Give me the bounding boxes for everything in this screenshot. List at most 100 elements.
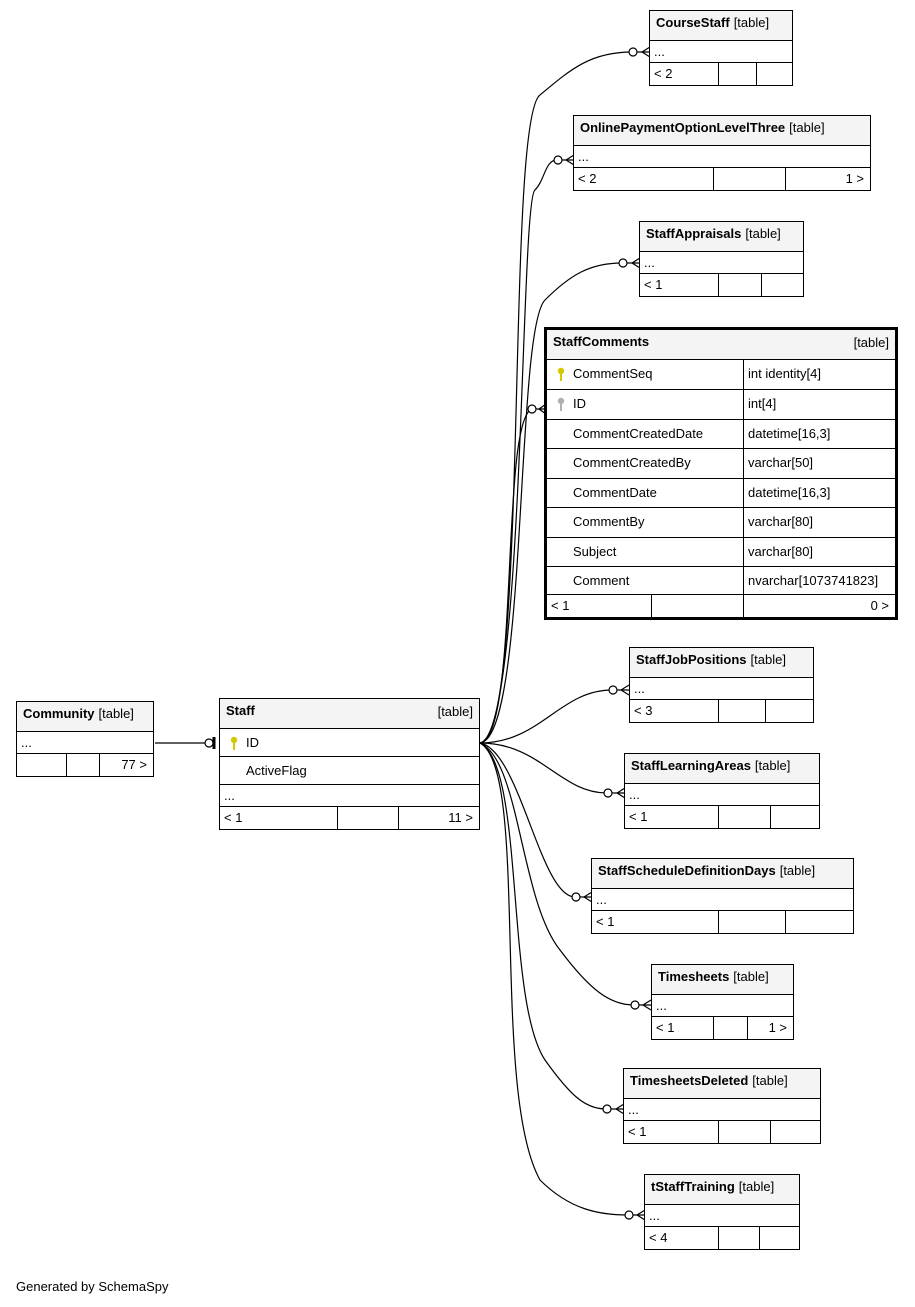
edge-staff-timesheets bbox=[479, 742, 635, 1006]
column-name: CommentCreatedBy bbox=[573, 455, 691, 470]
table-footer: < 1 bbox=[624, 1121, 820, 1143]
parent-count: < 1 bbox=[656, 1020, 675, 1035]
column-type: nvarchar[1073741823] bbox=[743, 567, 878, 594]
table-footer: < 4 bbox=[645, 1227, 799, 1249]
table-footer: < 1 bbox=[625, 806, 819, 828]
table-footer: < 3 bbox=[630, 700, 813, 722]
key-icon bbox=[557, 367, 565, 381]
table-name: tStaffTraining bbox=[651, 1179, 735, 1194]
table-staff[interactable]: Staff [table] ID ActiveFlag ... < 1 11 > bbox=[219, 698, 480, 830]
crows-foot-icon bbox=[603, 787, 626, 799]
table-header: tStaffTraining[table] bbox=[645, 1175, 799, 1205]
column-name: CommentDate bbox=[573, 485, 657, 500]
generated-by-label: Generated by SchemaSpy bbox=[16, 1279, 169, 1294]
bar-icon bbox=[204, 737, 216, 749]
table-header: StaffScheduleDefinitionDays[table] bbox=[592, 859, 853, 889]
child-count: 1 > bbox=[845, 171, 864, 186]
table-type-label: [table] bbox=[752, 1073, 788, 1088]
column-row: CommentCreatedBy varchar[50] bbox=[547, 449, 895, 479]
table-staffscheduledefinitiondays[interactable]: StaffScheduleDefinitionDays[table] ... <… bbox=[591, 858, 854, 934]
parent-count: < 2 bbox=[654, 66, 673, 81]
table-header: Community[table] bbox=[17, 702, 153, 732]
columns-ellipsis: ... bbox=[592, 889, 853, 911]
parent-count: < 1 bbox=[629, 809, 648, 824]
columns-ellipsis: ... bbox=[220, 785, 479, 807]
key-icon bbox=[230, 736, 238, 750]
table-footer: 77 > bbox=[17, 754, 153, 776]
table-header: Timesheets[table] bbox=[652, 965, 793, 995]
table-header: StaffComments [table] bbox=[547, 330, 895, 360]
column-row: CommentSeq int identity[4] bbox=[547, 360, 895, 390]
table-footer: < 1 bbox=[592, 911, 853, 933]
edge-staff-stafflearningareas bbox=[479, 742, 608, 794]
crows-foot-icon bbox=[618, 257, 641, 269]
parent-count: < 1 bbox=[224, 810, 243, 825]
edge-staff-staffjobpositions bbox=[479, 689, 613, 744]
table-name: StaffJobPositions bbox=[636, 652, 747, 667]
column-type: varchar[80] bbox=[743, 508, 813, 537]
table-staffappraisals[interactable]: StaffAppraisals[table] ... < 1 bbox=[639, 221, 804, 297]
table-name: TimesheetsDeleted bbox=[630, 1073, 749, 1088]
columns-ellipsis: ... bbox=[650, 41, 792, 63]
table-type-label: [table] bbox=[733, 969, 769, 984]
table-staffcomments[interactable]: StaffComments [table] CommentSeq int ide… bbox=[544, 327, 898, 620]
column-row: ID int[4] bbox=[547, 390, 895, 420]
column-name: ID bbox=[246, 735, 259, 750]
table-header: StaffAppraisals[table] bbox=[640, 222, 803, 252]
table-community[interactable]: Community[table] ... 77 > bbox=[16, 701, 154, 777]
table-footer: < 1 1 > bbox=[652, 1017, 793, 1039]
crows-foot-icon bbox=[624, 1209, 646, 1221]
table-timesheetsdeleted[interactable]: TimesheetsDeleted[table] ... < 1 bbox=[623, 1068, 821, 1144]
edge-staff-staffappraisals bbox=[479, 262, 623, 744]
table-name: StaffAppraisals bbox=[646, 226, 742, 241]
column-name: CommentCreatedDate bbox=[573, 426, 704, 441]
table-footer: < 1 bbox=[640, 274, 803, 296]
table-name: OnlinePaymentOptionLevelThree bbox=[580, 120, 786, 135]
table-onlinepaymentoptionlevelthree[interactable]: OnlinePaymentOptionLevelThree[table] ...… bbox=[573, 115, 871, 191]
column-name: CommentSeq bbox=[573, 366, 653, 381]
table-type-label: [table] bbox=[750, 652, 786, 667]
table-staffjobpositions[interactable]: StaffJobPositions[table] ... < 3 bbox=[629, 647, 814, 723]
table-stafflearningareas[interactable]: StaffLearningAreas[table] ... < 1 bbox=[624, 753, 820, 829]
table-name: Community bbox=[23, 706, 95, 721]
column-row: Subject varchar[80] bbox=[547, 538, 895, 567]
edge-staff-staffcomments bbox=[479, 408, 533, 744]
key-icon bbox=[557, 397, 565, 411]
table-type-label: [table] bbox=[789, 120, 825, 135]
edge-staff-timesheetsdeleted bbox=[479, 742, 607, 1110]
column-row: CommentCreatedDate datetime[16,3] bbox=[547, 420, 895, 449]
table-type-label: [table] bbox=[98, 706, 134, 721]
parent-count: < 3 bbox=[634, 703, 653, 718]
columns-ellipsis: ... bbox=[630, 678, 813, 700]
columns-ellipsis: ... bbox=[574, 146, 870, 168]
column-type: int[4] bbox=[743, 390, 776, 419]
table-type-label: [table] bbox=[779, 863, 816, 878]
table-type-label: [table] bbox=[745, 226, 781, 241]
column-type: datetime[16,3] bbox=[743, 479, 830, 507]
table-coursestaff[interactable]: CourseStaff[table] ... < 2 bbox=[649, 10, 793, 86]
parent-count bbox=[17, 754, 21, 776]
table-timesheets[interactable]: Timesheets[table] ... < 1 1 > bbox=[651, 964, 794, 1040]
parent-count: < 1 bbox=[628, 1124, 647, 1139]
child-count: 77 > bbox=[121, 757, 147, 772]
crows-foot-icon bbox=[553, 154, 575, 166]
table-footer: < 2 1 > bbox=[574, 168, 870, 190]
table-name: StaffScheduleDefinitionDays bbox=[598, 863, 776, 878]
table-header: StaffLearningAreas[table] bbox=[625, 754, 819, 784]
table-name: StaffComments bbox=[553, 334, 650, 349]
table-header: OnlinePaymentOptionLevelThree[table] bbox=[574, 116, 870, 146]
table-header: TimesheetsDeleted[table] bbox=[624, 1069, 820, 1099]
table-type-label: [table] bbox=[754, 758, 791, 773]
table-tstafftraining[interactable]: tStaffTraining[table] ... < 4 bbox=[644, 1174, 800, 1250]
edge-staff-staffschedule bbox=[479, 742, 576, 898]
child-count: 0 > bbox=[870, 598, 889, 613]
columns-ellipsis: ... bbox=[640, 252, 803, 274]
crows-foot-icon bbox=[630, 999, 652, 1011]
table-type-label: [table] bbox=[738, 1179, 775, 1194]
column-type: datetime[16,3] bbox=[743, 420, 830, 448]
column-name: Comment bbox=[573, 573, 630, 588]
table-footer: < 1 0 > bbox=[547, 595, 895, 617]
edge-staff-tstafftraining bbox=[479, 742, 629, 1216]
table-name: StaffLearningAreas bbox=[631, 758, 751, 773]
